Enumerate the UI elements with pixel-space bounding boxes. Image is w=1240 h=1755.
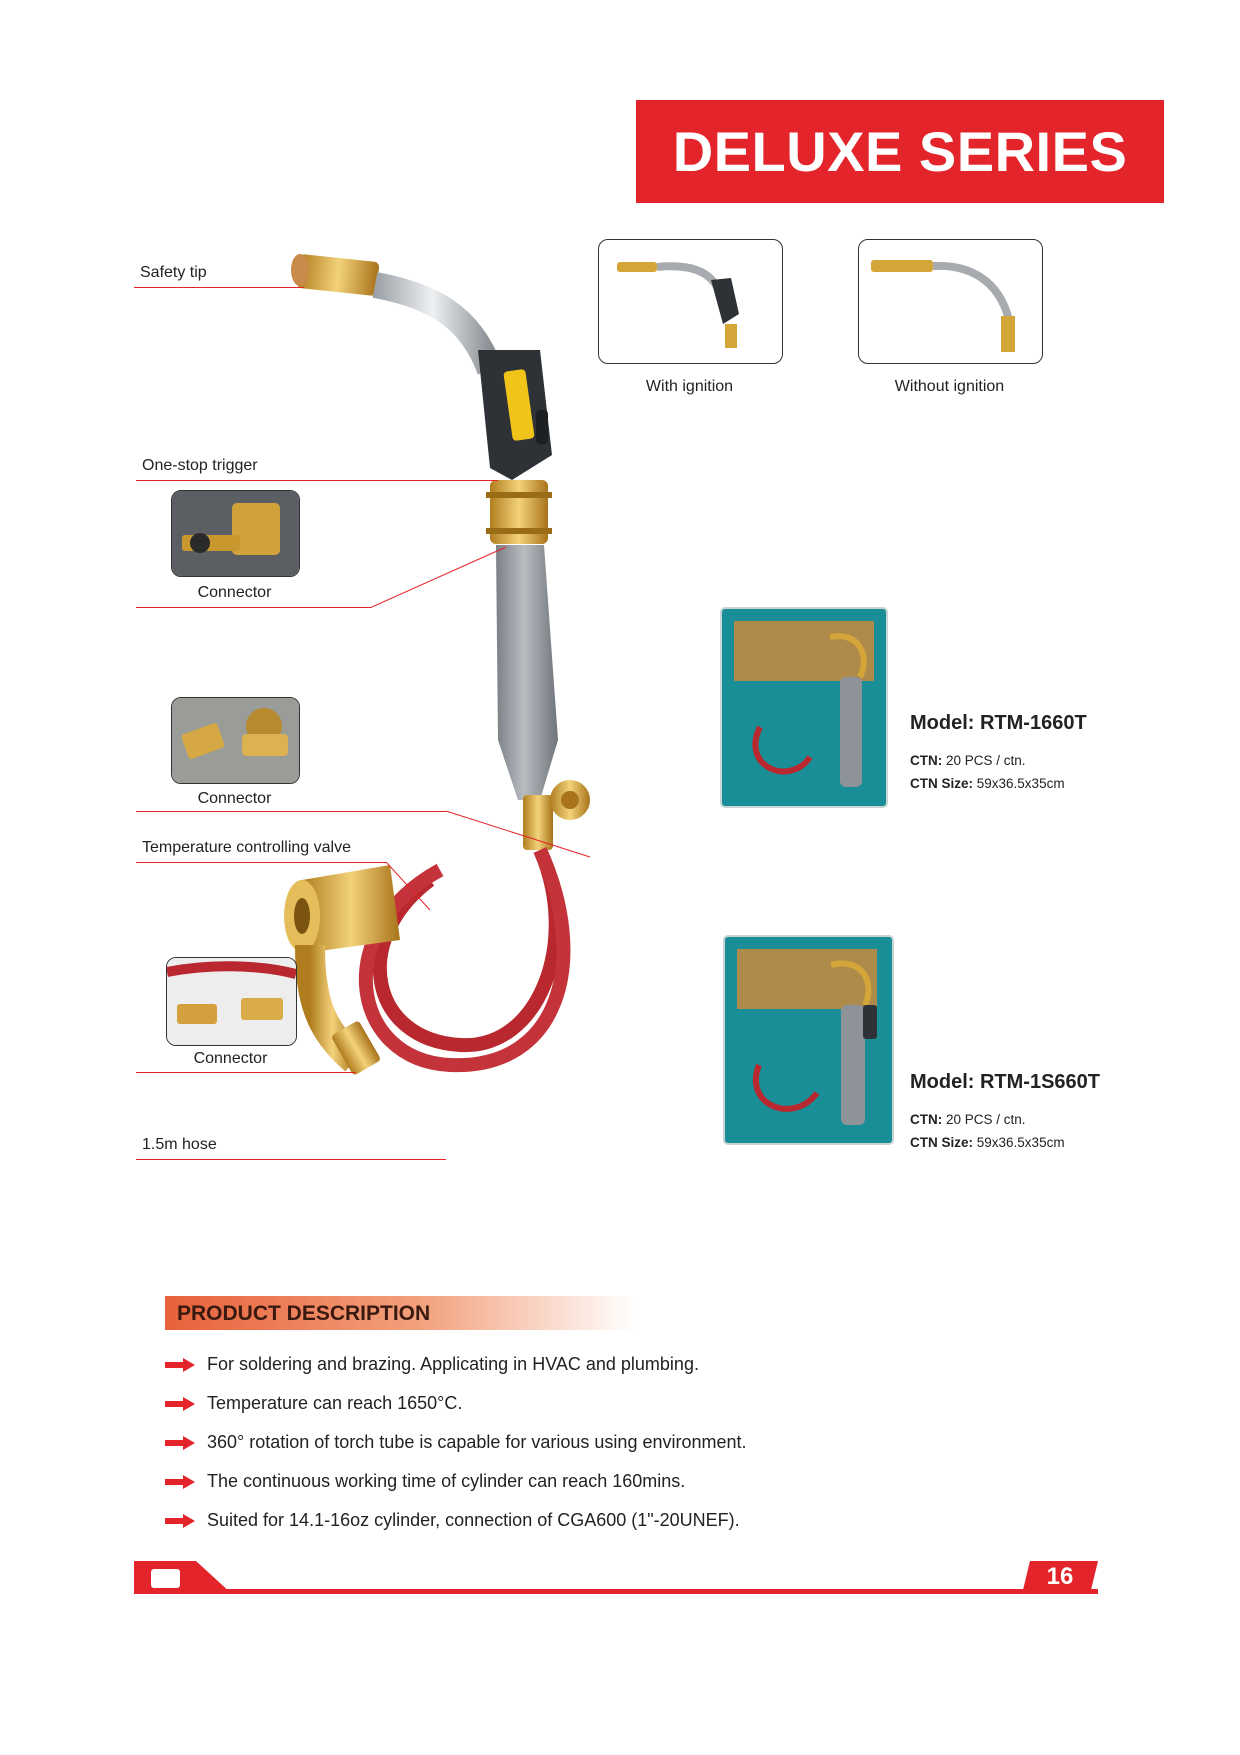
connector-caption-2: Connector — [197, 790, 272, 807]
description-item: 360° rotation of torch tube is capable f… — [165, 1432, 747, 1453]
footer-left-tab — [134, 1561, 232, 1594]
brass-connector — [490, 480, 548, 544]
blister-pack-image-1 — [720, 607, 888, 808]
connector-thumbnail-3 — [166, 957, 297, 1046]
control-valve — [523, 780, 590, 850]
model-1-size-value: 59x36.5x35cm — [973, 776, 1065, 791]
product-description-heading: PRODUCT DESCRIPTION — [165, 1296, 635, 1330]
page-number: 16 — [1046, 1563, 1074, 1590]
callout-safety-tip: Safety tip — [140, 264, 207, 281]
variant-with-ignition-image — [598, 239, 783, 364]
model-1-size: CTN Size: 59x36.5x35cm — [910, 776, 1065, 791]
model-2-title: Model: RTM-1S660T — [910, 1071, 1101, 1093]
footer-line — [134, 1589, 1098, 1594]
connector-image-1 — [172, 491, 299, 576]
torch-grip — [496, 545, 558, 800]
description-item: Suited for 14.1-16oz cylinder, connectio… — [165, 1510, 740, 1531]
callout-diagonal — [445, 810, 591, 858]
callout-line — [136, 1072, 356, 1073]
connector-caption-1: Connector — [197, 584, 272, 601]
red-arrow-icon — [165, 1396, 195, 1411]
description-text: For soldering and brazing. Applicating i… — [207, 1354, 699, 1374]
torch-illustration — [284, 254, 590, 1075]
model-2-ctn-label: CTN: — [910, 1112, 943, 1127]
red-arrow-icon — [165, 1474, 195, 1489]
model-2-ctn: CTN: 20 PCS / ctn. — [910, 1112, 1026, 1127]
model-1-ctn: CTN: 20 PCS / ctn. — [910, 753, 1026, 768]
series-title: DELUXE SERIES — [672, 120, 1128, 183]
callout-line — [136, 607, 372, 608]
callout-line — [136, 1159, 446, 1160]
blister-pack-image-2 — [723, 935, 894, 1145]
callout-line — [136, 862, 386, 863]
connector-caption-3: Connector — [193, 1050, 268, 1067]
description-text: 360° rotation of torch tube is capable f… — [207, 1432, 747, 1452]
red-arrow-icon — [165, 1357, 195, 1372]
torch-with-ignition-image — [617, 262, 739, 348]
description-text: Suited for 14.1-16oz cylinder, connectio… — [207, 1510, 740, 1530]
regulator-connector — [284, 865, 400, 1075]
model-1-ctn-label: CTN: — [910, 753, 943, 768]
callout-line — [136, 811, 446, 812]
callout-temperature-valve: Temperature controlling valve — [142, 839, 351, 856]
model-1-ctn-value: 20 PCS / ctn. — [942, 753, 1026, 768]
model-1-title: Model: RTM-1660T — [910, 712, 1087, 734]
red-arrow-icon — [165, 1513, 195, 1528]
connector-thumbnail-1 — [171, 490, 300, 577]
model-2-size-value: 59x36.5x35cm — [973, 1135, 1065, 1150]
safety-tip — [291, 254, 380, 296]
page-number-tab — [1022, 1561, 1098, 1594]
callout-hose: 1.5m hose — [142, 1136, 217, 1153]
torch-without-ignition-image — [871, 260, 1015, 352]
product-description-title: PRODUCT DESCRIPTION — [177, 1302, 431, 1325]
red-arrow-icon — [165, 1435, 195, 1450]
variant-without-ignition-image — [858, 239, 1043, 364]
callout-one-stop-trigger: One-stop trigger — [142, 457, 258, 474]
callout-diagonal — [371, 546, 507, 608]
connector-thumbnail-2 — [171, 697, 300, 784]
model-2-ctn-value: 20 PCS / ctn. — [942, 1112, 1026, 1127]
series-title-banner: DELUXE SERIES — [636, 100, 1164, 203]
variant-with-ignition-caption: With ignition — [645, 378, 734, 395]
model-2-package-image — [723, 935, 894, 1145]
callout-diagonal — [385, 861, 431, 911]
description-item: Temperature can reach 1650°C. — [165, 1393, 462, 1414]
variant-without-ignition-caption: Without ignition — [894, 378, 1005, 395]
description-text: The continuous working time of cylinder … — [207, 1471, 686, 1491]
model-1-package-image — [720, 607, 888, 808]
description-item: The continuous working time of cylinder … — [165, 1471, 685, 1492]
trigger-handle — [478, 350, 552, 480]
model-1-size-label: CTN Size: — [910, 776, 974, 791]
description-text: Temperature can reach 1650°C. — [207, 1393, 463, 1413]
description-item: For soldering and brazing. Applicating i… — [165, 1354, 699, 1375]
model-2-size-label: CTN Size: — [910, 1135, 974, 1150]
torch-tube — [372, 272, 503, 375]
model-2-size: CTN Size: 59x36.5x35cm — [910, 1135, 1065, 1150]
connector-image-2 — [172, 698, 299, 783]
callout-line — [136, 480, 498, 481]
callout-line — [134, 287, 304, 288]
connector-image-3 — [167, 958, 296, 1045]
